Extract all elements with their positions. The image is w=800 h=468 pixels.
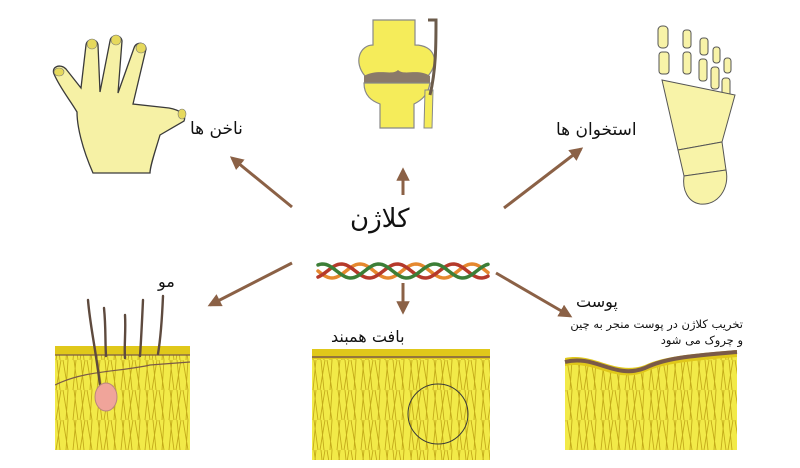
- foot-bones-illustration: [657, 25, 736, 205]
- hair-follicle: [94, 382, 118, 412]
- arrow-to-skin: [495, 271, 573, 318]
- label-hair: مو: [158, 272, 175, 291]
- label-nails: ناخن ها: [190, 119, 243, 139]
- label-skin: پوست: [576, 292, 618, 311]
- arrow-to-bones: [503, 147, 584, 210]
- ligament: [428, 18, 438, 96]
- label-bones: استخوان ها: [556, 120, 637, 140]
- arrows: [207, 147, 584, 318]
- magnified-region: [407, 383, 469, 445]
- collagen-helix: [316, 262, 490, 280]
- hand-shape: [52, 35, 186, 174]
- femur: [358, 19, 436, 77]
- fibula: [423, 89, 434, 129]
- hair-strands: [86, 294, 165, 387]
- wrinkled-surface: [564, 350, 738, 374]
- arrow-to-hair: [207, 261, 293, 307]
- label-skin-note: تخریب کلاژن در پوست منجر به چین و چروک م…: [570, 317, 743, 347]
- helix-strand-orange: [316, 262, 490, 280]
- connective-tissue-illustration: [312, 349, 490, 460]
- label-connective-tissue: بافت همبند: [331, 327, 405, 346]
- knee-illustration: [358, 18, 438, 129]
- helix-strand-red: [316, 262, 490, 280]
- cartilage-meniscus: [364, 70, 430, 83]
- helix-strand-green: [316, 262, 490, 280]
- fingernails: [53, 34, 187, 120]
- arrow-to-nails: [229, 156, 293, 209]
- skin-illustration: [564, 350, 738, 450]
- collagen-title: کلاژن: [350, 204, 410, 234]
- follicle-curve: [55, 361, 190, 386]
- hair-tissue-illustration: [55, 294, 190, 450]
- tibia: [363, 82, 431, 129]
- hand-illustration: [52, 34, 187, 174]
